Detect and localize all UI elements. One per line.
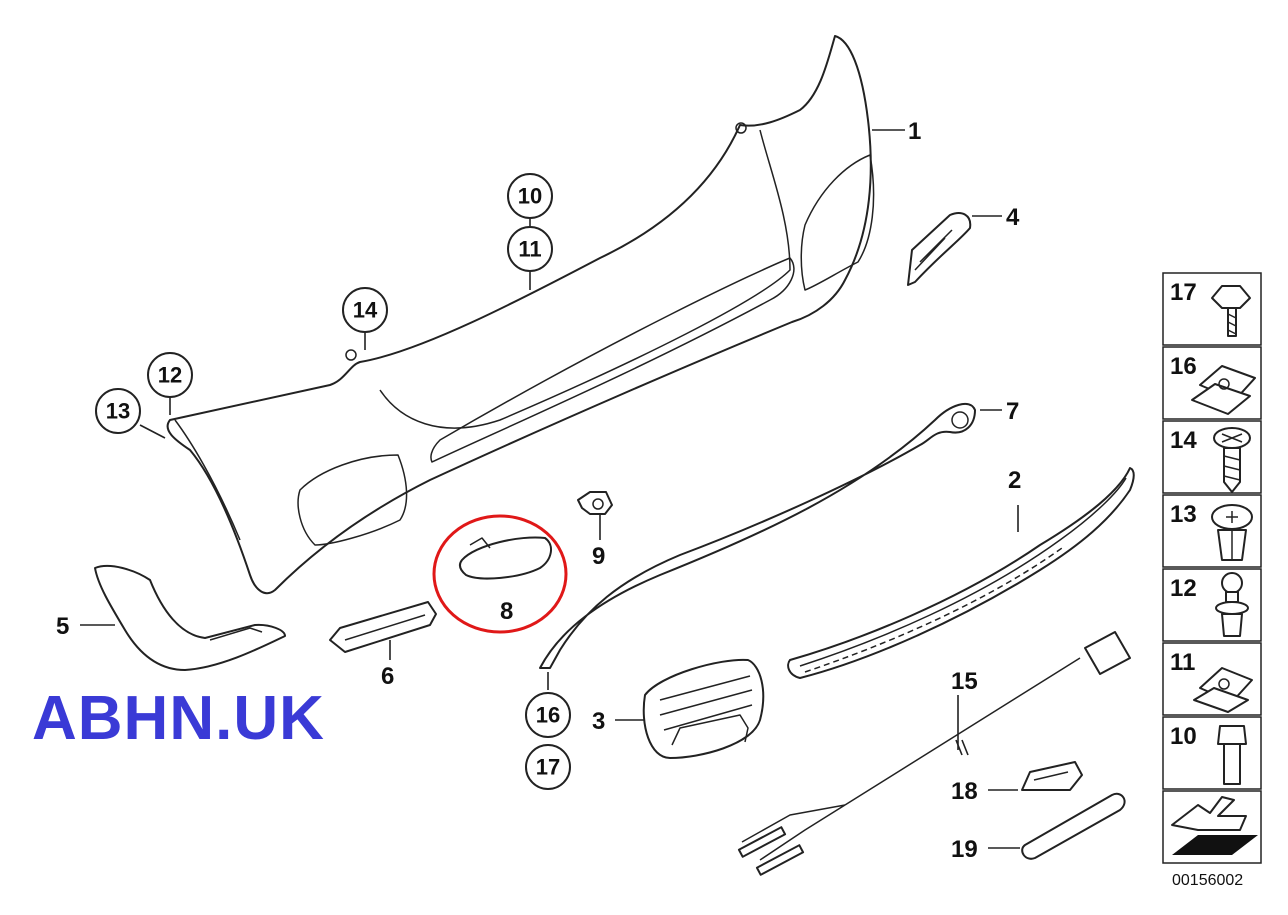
callout-13-text: 13 bbox=[106, 399, 130, 424]
legend-box-17[interactable] bbox=[1162, 272, 1262, 346]
callout-10: 10 bbox=[507, 173, 553, 219]
fastener-legend: 17 16 14 13 12 11 10 bbox=[1162, 272, 1262, 864]
side-bracket-part-4[interactable] bbox=[907, 212, 972, 286]
callout-16: 16 bbox=[525, 692, 571, 738]
screw-icon bbox=[1213, 427, 1251, 493]
grille-strip-part-2[interactable] bbox=[787, 467, 1135, 679]
vent-grille-part-3[interactable] bbox=[642, 658, 765, 759]
speed-nut-icon bbox=[1193, 667, 1253, 713]
reference-code: 00156002 bbox=[1172, 872, 1243, 889]
label-part-19: 19 bbox=[951, 836, 978, 863]
callout-10-text: 10 bbox=[518, 184, 542, 209]
label-part-9: 9 bbox=[592, 543, 605, 570]
callout-13: 13 bbox=[95, 388, 141, 434]
callout-17: 17 bbox=[525, 744, 571, 790]
label-part-6: 6 bbox=[381, 663, 394, 690]
legend-label-17: 17 bbox=[1170, 279, 1197, 306]
legend-label-10: 10 bbox=[1170, 723, 1197, 750]
watermark-logo: ABHN.UK bbox=[32, 684, 325, 753]
label-part-7: 7 bbox=[1006, 398, 1019, 425]
label-part-5: 5 bbox=[56, 613, 69, 640]
legend-label-16: 16 bbox=[1170, 353, 1197, 380]
corner-trim-part-5[interactable] bbox=[94, 564, 286, 671]
small-trim-part-6[interactable] bbox=[329, 601, 437, 653]
bolt-icon bbox=[1211, 285, 1251, 337]
label-part-1: 1 bbox=[908, 118, 921, 145]
lower-trim-strip-part-7[interactable] bbox=[539, 402, 976, 669]
callout-17-text: 17 bbox=[536, 755, 560, 780]
label-part-3: 3 bbox=[592, 708, 605, 735]
callout-16-text: 16 bbox=[536, 703, 560, 728]
legend-label-13: 13 bbox=[1170, 501, 1197, 528]
legend-label-11: 11 bbox=[1170, 649, 1195, 676]
label-part-18: 18 bbox=[951, 778, 978, 805]
callout-11-text: 11 bbox=[518, 237, 541, 262]
reflector-part-8[interactable] bbox=[458, 536, 552, 580]
callout-14: 14 bbox=[342, 287, 388, 333]
callout-11: 11 bbox=[507, 226, 553, 272]
push-clip-icon bbox=[1215, 572, 1249, 637]
label-part-15: 15 bbox=[951, 668, 978, 695]
legend-label-14: 14 bbox=[1170, 427, 1197, 454]
label-part-4: 4 bbox=[1006, 204, 1020, 231]
rivet-icon bbox=[1211, 504, 1253, 561]
direction-arrow-icon bbox=[1171, 796, 1258, 855]
tube-part-19[interactable] bbox=[1021, 792, 1126, 860]
hex-bolt-icon bbox=[1217, 725, 1247, 785]
legend-label-12: 12 bbox=[1170, 575, 1197, 602]
callout-12: 12 bbox=[147, 352, 193, 398]
clip-part-18[interactable] bbox=[1021, 761, 1083, 791]
label-part-2: 2 bbox=[1008, 467, 1021, 494]
leader-lines bbox=[80, 129, 1020, 849]
clip-part-9[interactable] bbox=[577, 491, 613, 515]
bumper-cover[interactable] bbox=[166, 35, 875, 595]
clip-nut-icon bbox=[1191, 365, 1256, 415]
wiring-harness-part-15[interactable] bbox=[737, 631, 1131, 876]
highlight-circle bbox=[432, 514, 568, 634]
callout-14-text: 14 bbox=[353, 298, 378, 323]
label-part-8: 8 bbox=[500, 598, 513, 625]
callout-12-text: 12 bbox=[158, 363, 182, 388]
